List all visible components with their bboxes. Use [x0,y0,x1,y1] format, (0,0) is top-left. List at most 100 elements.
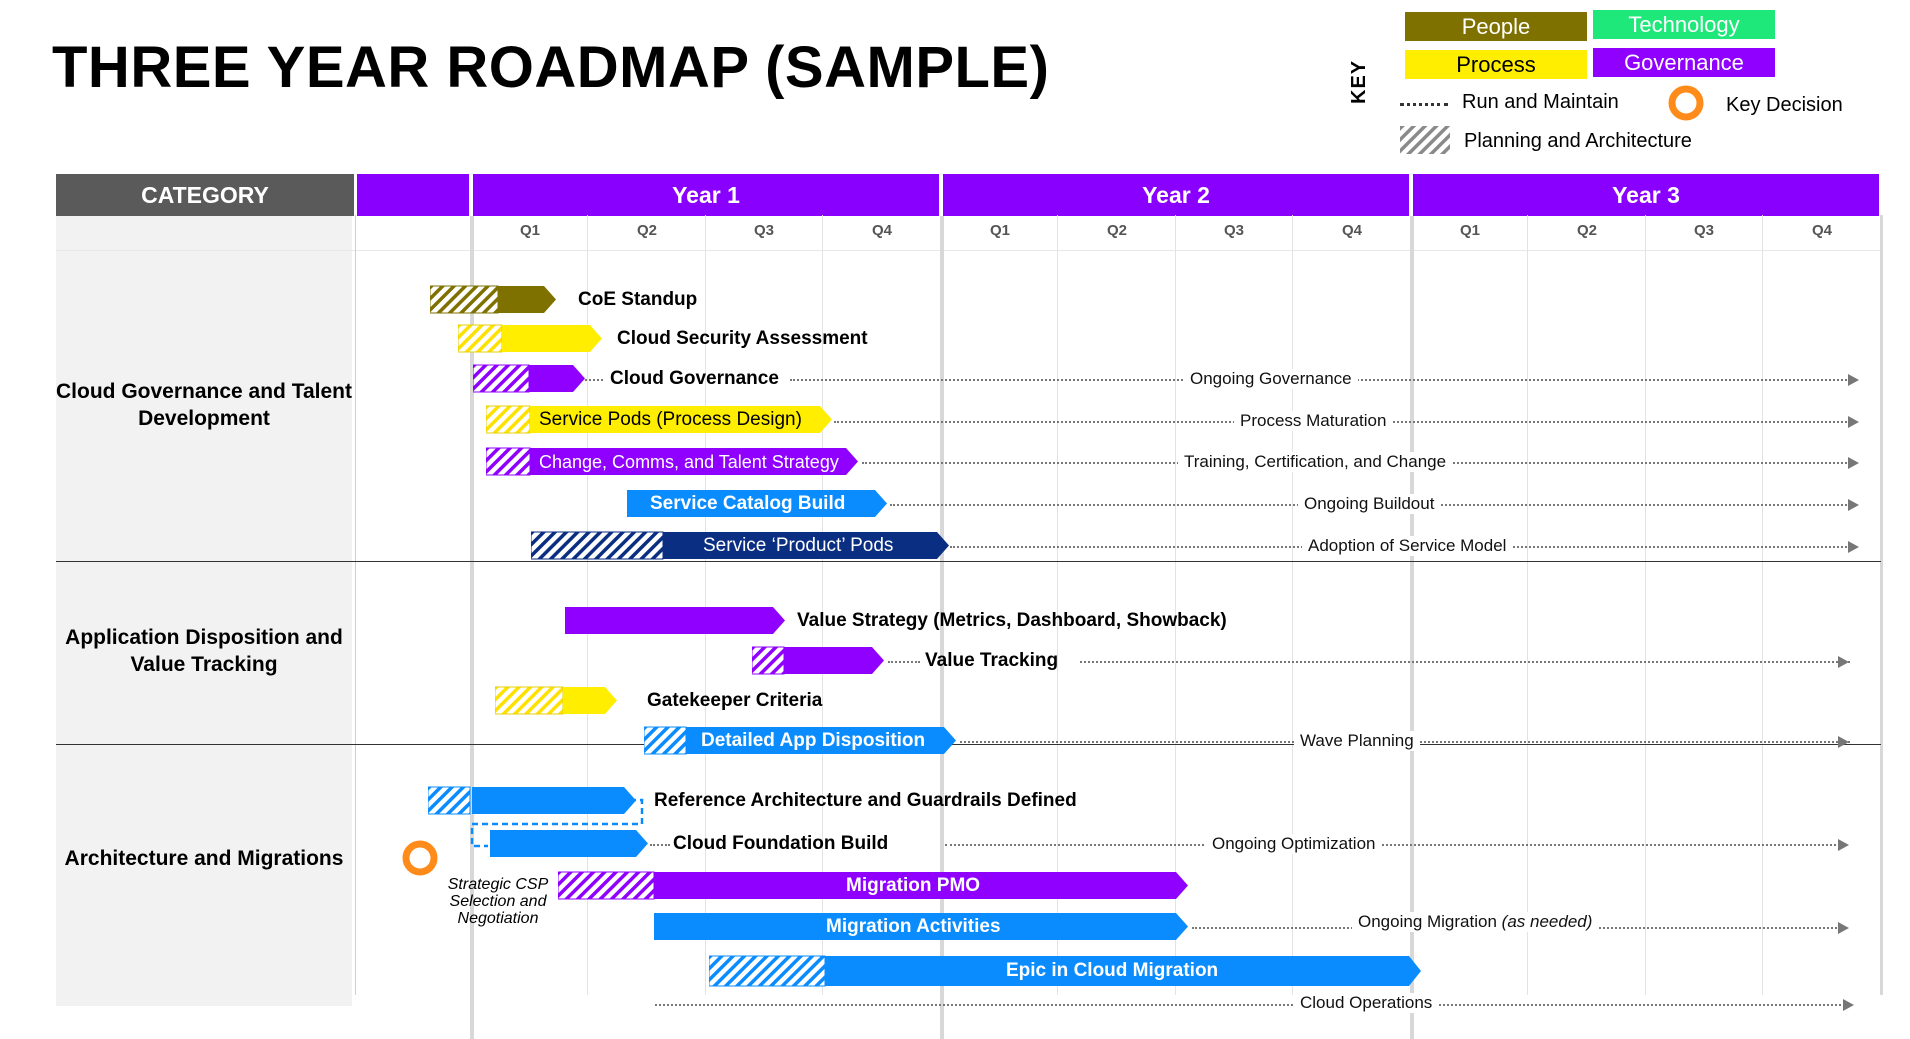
csp-line-3: Negotiation [457,910,539,927]
label-value-tracking: Value Tracking [925,650,1059,671]
year-divider [470,216,474,1039]
category-app-disposition: Application Disposition and Value Tracki… [65,626,343,676]
bar-service-catalog [627,490,887,517]
key-governance: Governance [1593,48,1775,77]
label-reference-architecture: Reference Architecture and Guardrails De… [654,790,1077,811]
label-epic-migration: Epic in Cloud Migration [1006,960,1219,981]
bar-gatekeeper [495,686,617,715]
arrow-wave [1838,736,1849,748]
year-divider [940,216,944,1039]
quarter-y1-q4: Q4 [871,222,892,239]
year-divider [1410,216,1414,1039]
key-run-label: Run and Maintain [1462,91,1619,113]
quarter-y3-q4: Q4 [1811,222,1832,239]
label-cloud-ops: Cloud Operations [1294,993,1439,1013]
quarter-y3-q3: Q3 [1693,222,1714,239]
label-migration-activities: Migration Activities [826,916,1001,937]
quarter-y2-q3: Q3 [1223,222,1244,239]
arrow-training [1848,457,1859,469]
header-divider [56,250,1881,251]
bar-cloud-foundation [490,830,648,857]
label-cloud-governance: Cloud Governance [610,368,779,389]
grid-line [1762,215,1763,995]
section-divider [56,744,1881,745]
label-value-strategy: Value Strategy (Metrics, Dashboard, Show… [797,610,1227,631]
bar-migration-activities [654,913,1188,940]
grid-line [822,215,823,995]
bar-coe-standup [430,285,556,314]
label-cloud-foundation: Cloud Foundation Build [673,833,889,854]
dots-foundation-lead [650,844,670,846]
bar-product-pods [531,531,949,560]
label-adoption: Adoption of Service Model [1302,536,1513,556]
key-technology: Technology [1593,10,1775,39]
quarter-y1-q1: Q1 [519,222,540,239]
header-year-1: Year 1 [473,174,939,216]
key-decision-icon [402,840,438,876]
arrow-optimization [1838,839,1849,851]
quarter-y1-q2: Q2 [636,222,657,239]
grid-line [1175,215,1176,995]
key-planning-swatch [1400,126,1450,154]
grid-line [705,215,706,995]
key-heading: KEY [1348,59,1370,104]
arrow-ongoing-governance [1848,374,1859,386]
label-training: Training, Certification, and Change [1178,452,1453,472]
category-column [56,216,352,1006]
arrow-ongoing-migration [1838,922,1849,934]
bar-reference-architecture [428,786,644,848]
key-people: People [1405,12,1587,41]
bar-service-pods [486,405,832,434]
dots-value-tracking-lead [888,661,920,663]
bar-change-comms [486,447,858,476]
ongoing-migration-text: Ongoing Migration [1358,912,1497,931]
label-app-disposition: Detailed App Disposition [701,730,926,751]
arrow-adoption [1848,541,1859,553]
grid-line [1645,215,1646,995]
bar-app-disposition [644,726,956,755]
roadmap-stage: THREE YEAR ROADMAP (SAMPLE) KEY People T… [52,10,1883,1039]
label-migration-pmo: Migration PMO [846,875,981,896]
bar-value-tracking [752,646,884,675]
label-service-catalog: Service Catalog Build [650,493,846,514]
arrow-cloud-ops [1843,999,1854,1011]
header-year-2: Year 2 [943,174,1409,216]
label-security-assessment: Cloud Security Assessment [617,328,868,349]
grid-line [1292,215,1293,995]
label-wave: Wave Planning [1294,731,1420,751]
label-process-maturation: Process Maturation [1234,411,1393,431]
grid-line [1057,215,1058,995]
page-title: THREE YEAR ROADMAP (SAMPLE) [52,35,1050,100]
quarter-y3-q1: Q1 [1459,222,1480,239]
bar-epic-migration [709,955,1421,987]
key-decision-icon [1668,85,1704,121]
label-service-pods: Service Pods (Process Design) [539,409,802,430]
arrow-process-maturation [1848,416,1859,428]
header-spacer [357,174,469,216]
bar-cloud-governance [473,364,585,393]
bar-value-strategy [565,607,785,634]
arrow-value-tracking [1838,656,1849,668]
quarter-y2-q2: Q2 [1106,222,1127,239]
quarter-y2-q1: Q1 [989,222,1010,239]
key-process: Process [1405,50,1587,79]
arrow-buildout [1848,499,1859,511]
label-ongoing-migration: Ongoing Migration (as needed) [1352,912,1599,932]
header-year-3: Year 3 [1413,174,1879,216]
dots-optimization [945,844,1840,846]
bar-security-assessment [458,324,602,353]
label-coe-standup: CoE Standup [578,289,698,310]
dots-cloud-gov-lead [585,379,603,381]
bar-migration-pmo [558,871,1188,900]
dots-cloud-ops [655,1004,1845,1006]
label-csp-decision: Strategic CSP Selection and Negotiation [436,876,560,927]
grid-line [355,215,356,995]
category-governance-talent: Cloud Governance and Talent Development [56,380,352,430]
csp-line-2: Selection and [449,893,547,910]
key-run-dots [1400,103,1448,106]
quarter-y1-q3: Q3 [753,222,774,239]
category-architecture-migrations: Architecture and Migrations [64,847,344,870]
key-decision-label: Key Decision [1726,94,1843,116]
label-gatekeeper: Gatekeeper Criteria [647,690,823,711]
as-needed-text: (as needed) [1501,912,1593,931]
